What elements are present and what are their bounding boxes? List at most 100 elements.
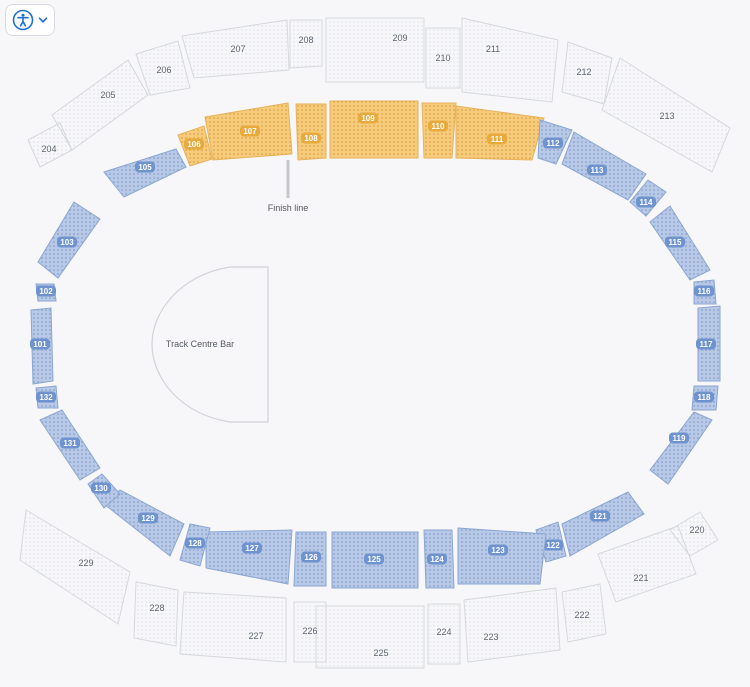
- section-label: 128: [188, 539, 202, 548]
- section-badge: [636, 196, 656, 208]
- section-label: 112: [547, 139, 560, 148]
- section-label: 105: [138, 163, 152, 172]
- section-label: 221: [633, 573, 648, 583]
- accessibility-icon: [12, 9, 34, 31]
- section-229: 229: [19, 509, 131, 625]
- section-207: 207: [181, 19, 290, 79]
- section-119[interactable]: 119: [649, 411, 713, 485]
- section-badge: [428, 120, 448, 132]
- section-227: 227: [179, 591, 287, 663]
- section-label: 212: [576, 67, 591, 77]
- section-label: 103: [60, 238, 74, 247]
- section-112[interactable]: 112: [537, 119, 573, 165]
- section-label: 107: [243, 127, 257, 136]
- section-128[interactable]: 128: [179, 523, 211, 567]
- section-212: 212: [561, 41, 613, 105]
- section-badge: [185, 537, 205, 549]
- section-224: 224: [427, 603, 461, 665]
- section-121[interactable]: 121: [561, 491, 645, 557]
- section-label: 129: [141, 514, 155, 523]
- section-badge: [590, 510, 610, 522]
- section-116[interactable]: 116: [693, 279, 717, 305]
- section-label: 111: [491, 135, 504, 144]
- section-111[interactable]: 111: [455, 105, 545, 161]
- section-113[interactable]: 113: [561, 131, 647, 201]
- section-label: 222: [574, 610, 589, 620]
- section-badge: [301, 132, 321, 144]
- section-label: 206: [156, 65, 171, 75]
- section-108[interactable]: 108: [295, 103, 327, 161]
- section-210: 210: [425, 27, 461, 89]
- section-badge: [694, 285, 714, 297]
- section-label: 207: [230, 44, 245, 54]
- section-126[interactable]: 126: [293, 531, 327, 587]
- accessibility-button[interactable]: [5, 4, 55, 36]
- section-badge: [488, 544, 508, 556]
- section-213: 213: [601, 57, 731, 173]
- section-125[interactable]: 125: [331, 531, 419, 589]
- section-badge: [60, 437, 80, 449]
- section-label: 110: [432, 122, 445, 131]
- section-223: 223: [463, 587, 561, 663]
- section-129[interactable]: 129: [103, 489, 185, 557]
- section-label: 106: [187, 140, 201, 149]
- section-132[interactable]: 132: [35, 385, 59, 409]
- section-label: 125: [367, 555, 381, 564]
- section-103[interactable]: 103: [37, 201, 101, 279]
- section-label: 210: [435, 53, 450, 63]
- section-106[interactable]: 106: [177, 125, 213, 167]
- section-127[interactable]: 127: [205, 529, 293, 585]
- section-badge: [694, 391, 714, 403]
- section-130[interactable]: 130: [87, 473, 121, 509]
- section-label: 209: [392, 33, 407, 43]
- section-label: 108: [304, 134, 318, 143]
- section-badge: [543, 539, 563, 551]
- section-label: 131: [63, 439, 77, 448]
- section-badge: [36, 391, 56, 403]
- section-117[interactable]: 117: [696, 305, 721, 382]
- section-109[interactable]: 109: [329, 100, 419, 159]
- section-badge: [135, 161, 155, 173]
- section-114[interactable]: 114: [629, 179, 667, 217]
- track-centre-bar-outline: [151, 266, 269, 423]
- section-label: 118: [698, 393, 711, 402]
- section-208: 208: [289, 19, 323, 69]
- section-label: 102: [39, 287, 53, 296]
- section-105[interactable]: 105: [103, 148, 187, 198]
- section-107[interactable]: 107: [204, 102, 293, 161]
- section-badge: [57, 236, 77, 248]
- section-label: 127: [245, 544, 259, 553]
- section-label: 228: [149, 603, 164, 613]
- section-badge: [487, 133, 507, 145]
- section-102[interactable]: 102: [35, 283, 57, 302]
- section-label: 227: [248, 631, 263, 641]
- section-123[interactable]: 123: [457, 527, 547, 585]
- section-badge: [36, 285, 56, 297]
- section-label: 121: [593, 512, 607, 521]
- section-label: 109: [361, 114, 375, 123]
- section-226: 226: [293, 601, 327, 663]
- section-label: 132: [39, 393, 53, 402]
- section-label: 225: [373, 648, 388, 658]
- section-115[interactable]: 115: [649, 205, 711, 281]
- section-badge: [587, 164, 607, 176]
- section-label: 208: [298, 35, 313, 45]
- section-label: 130: [94, 484, 108, 493]
- section-110[interactable]: 110: [421, 102, 457, 159]
- section-badge: [240, 125, 260, 137]
- section-131[interactable]: 131: [39, 409, 101, 481]
- section-label: 220: [689, 525, 704, 535]
- section-label: 114: [640, 198, 653, 207]
- section-badge: [696, 338, 716, 350]
- section-211: 211: [461, 17, 559, 103]
- section-label: 211: [486, 44, 500, 54]
- chevron-down-icon: [38, 17, 48, 23]
- section-badge: [665, 236, 685, 248]
- section-label: 223: [483, 632, 498, 642]
- section-badge: [91, 482, 111, 494]
- section-118[interactable]: 118: [691, 385, 719, 411]
- section-124[interactable]: 124: [423, 529, 455, 589]
- section-101[interactable]: 101: [30, 307, 54, 385]
- section-badge: [358, 112, 378, 124]
- section-label: 205: [100, 90, 115, 100]
